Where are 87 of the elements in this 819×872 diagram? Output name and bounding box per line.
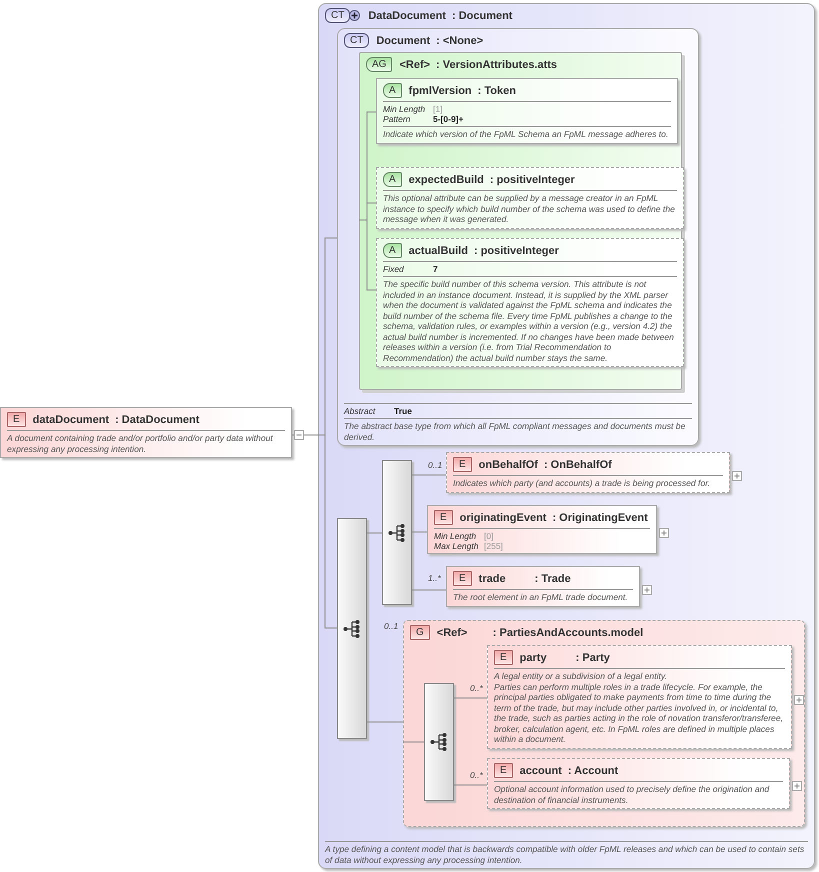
facet-value: True	[394, 406, 412, 416]
cardinality-label: 0..1	[428, 460, 442, 470]
type-name: : VersionAttributes.atts	[436, 58, 558, 70]
facet-label: Min Length	[383, 104, 426, 114]
connector-line	[454, 784, 488, 786]
element-name: onBehalfOf	[478, 458, 538, 470]
element-box	[446, 452, 730, 492]
facet-value: 7	[433, 264, 438, 274]
type-name: : PartiesAndAccounts.model	[492, 626, 644, 638]
kind-badge: A	[383, 243, 402, 258]
cardinality-label: 1..*	[428, 573, 441, 583]
element-name: <Ref>	[436, 626, 468, 638]
attribute-box	[376, 238, 684, 367]
connector-line	[412, 474, 446, 476]
description-text: A legal entity or a subdivision of a legal entity.	[494, 671, 668, 682]
description-text: Indicates which party (and accounts) a trade is being processed for.	[453, 478, 712, 488]
type-name: : DataDocument	[115, 414, 200, 426]
facet-label: Max Length	[434, 541, 480, 551]
description-text: The abstract base type from which all FpML compliant messages and documents must be derived.	[344, 421, 686, 442]
complex-type-box	[337, 28, 699, 446]
type-name: : positiveInteger	[474, 244, 559, 256]
kind-badge: E	[494, 763, 513, 778]
facet-value: [0]	[484, 531, 494, 541]
description-text: A document containing trade and/or portfolio and/or party data without expressing any processing intention.	[7, 433, 274, 454]
element-box	[487, 645, 792, 748]
element-name: DataDocument	[368, 10, 446, 22]
sequence-compositor	[424, 683, 454, 801]
element-name: account	[520, 764, 562, 776]
type-name: : OnBehalfOf	[544, 458, 612, 470]
cardinality-label: 0..1	[384, 621, 398, 631]
facet-label: Min Length	[434, 531, 478, 541]
description-text: The root element in an FpML trade document.	[453, 592, 629, 602]
type-name: : Account	[568, 764, 618, 776]
element-name: party	[520, 652, 548, 664]
kind-badge: E	[434, 510, 453, 525]
facet-label: Pattern	[383, 114, 412, 124]
type-name: : Document	[452, 10, 512, 22]
kind-badge: CT	[325, 8, 350, 23]
element-box	[427, 505, 657, 554]
facet-label: Abstract	[344, 406, 376, 416]
type-name: : OriginatingEvent	[552, 512, 648, 524]
element-name: <Ref>	[399, 58, 430, 70]
kind-badge: A	[383, 172, 402, 187]
facet-value: 5-[0-9]+	[433, 114, 464, 124]
connector-line	[366, 532, 382, 534]
type-name: : <None>	[436, 34, 484, 46]
group-box	[403, 620, 805, 827]
complex-type-box	[318, 3, 815, 869]
sequence-compositor	[337, 518, 367, 739]
type-name: : positiveInteger	[490, 174, 575, 186]
element-name: expectedBuild	[408, 174, 484, 186]
type-name: : Token	[478, 84, 516, 96]
facet-value: [1]	[433, 104, 442, 114]
facet-label: Fixed	[383, 264, 405, 274]
attribute-group-box	[359, 52, 682, 390]
description-text: Indicate which version of the FpML Schema an FpML message adheres to.	[383, 129, 670, 140]
element-name: originatingEvent	[460, 512, 546, 524]
connector-line	[358, 220, 376, 290]
attribute-box	[376, 78, 678, 144]
element-name: actualBuild	[408, 244, 468, 256]
kind-badge: E	[494, 650, 513, 665]
element-name: dataDocument	[32, 414, 110, 426]
sequence-compositor	[382, 460, 412, 605]
kind-badge: AG	[366, 57, 392, 72]
kind-badge: E	[453, 571, 472, 586]
description-text: A type defining a content model that is backwards compatible with older FpML releases and which can be used to contain sets of data without expressing any processing intention.	[325, 844, 806, 865]
element-name: fpmlVersion	[408, 84, 472, 96]
kind-badge: G	[410, 625, 430, 640]
element-name: trade	[478, 572, 507, 584]
kind-badge: E	[7, 412, 26, 427]
type-name: : Trade	[534, 572, 571, 584]
element-box	[0, 407, 292, 458]
element-box	[446, 566, 640, 606]
description-text: This optional attribute can be supplied by a message creator in an FpML instance to specify which build number of the schema was used to define the message when it was generated.	[383, 193, 676, 224]
description-text: Optional account information used to precisely define the origination and destination of financial instruments.	[494, 784, 770, 805]
kind-badge: E	[453, 457, 472, 472]
element-name: Document	[376, 34, 430, 46]
facet-value: [255]	[484, 541, 503, 551]
type-name: : Party	[576, 652, 610, 664]
description-text: The specific build number of this schema version. This attribute is not included in an instance document. Instead, it is supplied by the XML parser when the document is validated against the FpML schema and indicates the build number of the schema file. Every time FpML publishes a change to the schema, validation rules, or examples within a version (e.g., version 4.2) the actual build number is incremented. If no changes have been made between releases within a version (i.e. from Trial Recommendation to Recommendation) the actual build number stays the same.	[383, 279, 675, 363]
description-text: Parties can perform multiple roles in a trade lifecycle. For example, the principal parties obligated to make payments from time to time during the term of the trade, but may include other parties involved in, or incidental to, the trade, such as parties acting in the role of novation transferor/transferee, broker, calculation agent, etc. In FpML roles are defined in multiple places within a document.	[494, 682, 784, 744]
cardinality-label: 0..*	[470, 770, 483, 780]
kind-badge: A	[383, 83, 402, 98]
attribute-box	[376, 167, 684, 228]
kind-badge: CT	[344, 33, 370, 48]
element-box	[487, 758, 790, 809]
cardinality-label: 0..*	[470, 683, 483, 693]
